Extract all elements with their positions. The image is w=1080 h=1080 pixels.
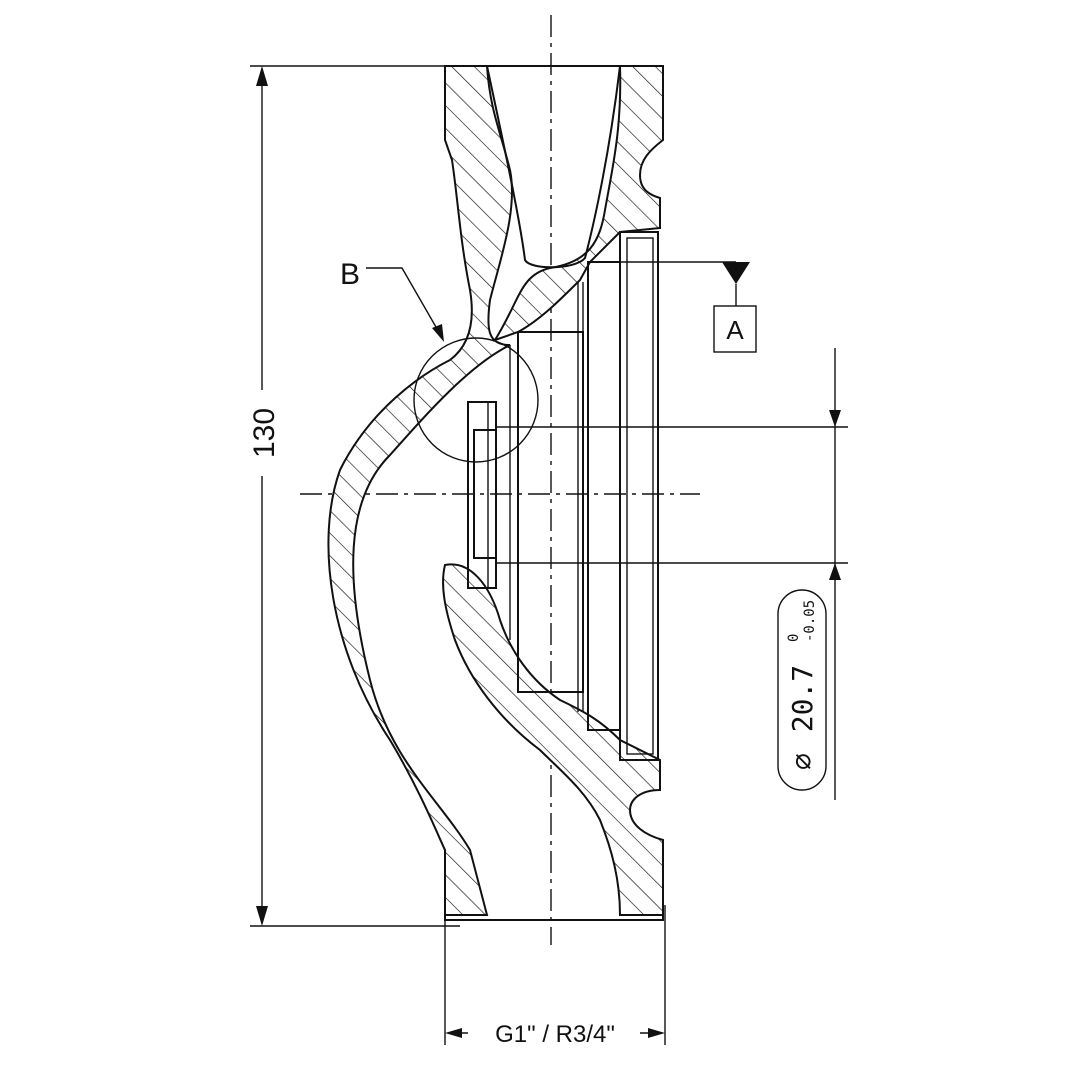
bore-tolerance-lower: -0.05 bbox=[802, 600, 818, 642]
bore-tolerance-upper: 0 bbox=[786, 634, 802, 642]
length-label-gap bbox=[246, 390, 278, 476]
datum-label: A bbox=[726, 315, 744, 345]
length-arrow-bottom bbox=[256, 906, 268, 926]
top-bore-outline bbox=[486, 65, 621, 269]
bore-arrow-top bbox=[829, 410, 841, 427]
detail-arrow bbox=[432, 324, 444, 342]
right-upper-wall-section bbox=[492, 65, 664, 342]
bore-diameter-label: ⌀ 20.7 0 -0.05 bbox=[786, 600, 819, 770]
thread-arrow-left bbox=[445, 1028, 462, 1038]
bottom-fitting-outline bbox=[444, 850, 664, 921]
detail-leader bbox=[366, 267, 441, 335]
thread-label-gap bbox=[468, 1018, 640, 1048]
diameter-symbol: ⌀ bbox=[786, 753, 819, 770]
overall-length-label: 130 bbox=[248, 408, 281, 458]
datum-triangle bbox=[722, 262, 750, 284]
bore-sleeve bbox=[473, 429, 497, 559]
bore-tolerance-frame bbox=[777, 589, 827, 791]
flange-inner bbox=[626, 237, 654, 755]
svg-text:⌀ 20.7: ⌀ 20.7 bbox=[786, 665, 819, 770]
bore-arrow-bottom bbox=[829, 563, 841, 580]
datum-frame bbox=[713, 305, 757, 353]
left-wall-section bbox=[327, 65, 513, 916]
seal-ring bbox=[587, 261, 621, 731]
bore-diameter-value: 20.7 bbox=[786, 665, 819, 732]
thread-arrow-right bbox=[648, 1028, 665, 1038]
flange-outer bbox=[619, 231, 659, 761]
detail-circle bbox=[413, 337, 539, 463]
thread-spec-label: G1" / R3/4" bbox=[495, 1021, 615, 1048]
detail-label: B bbox=[340, 258, 360, 291]
right-lower-wall-section bbox=[442, 563, 664, 916]
length-arrow-top bbox=[256, 66, 268, 86]
